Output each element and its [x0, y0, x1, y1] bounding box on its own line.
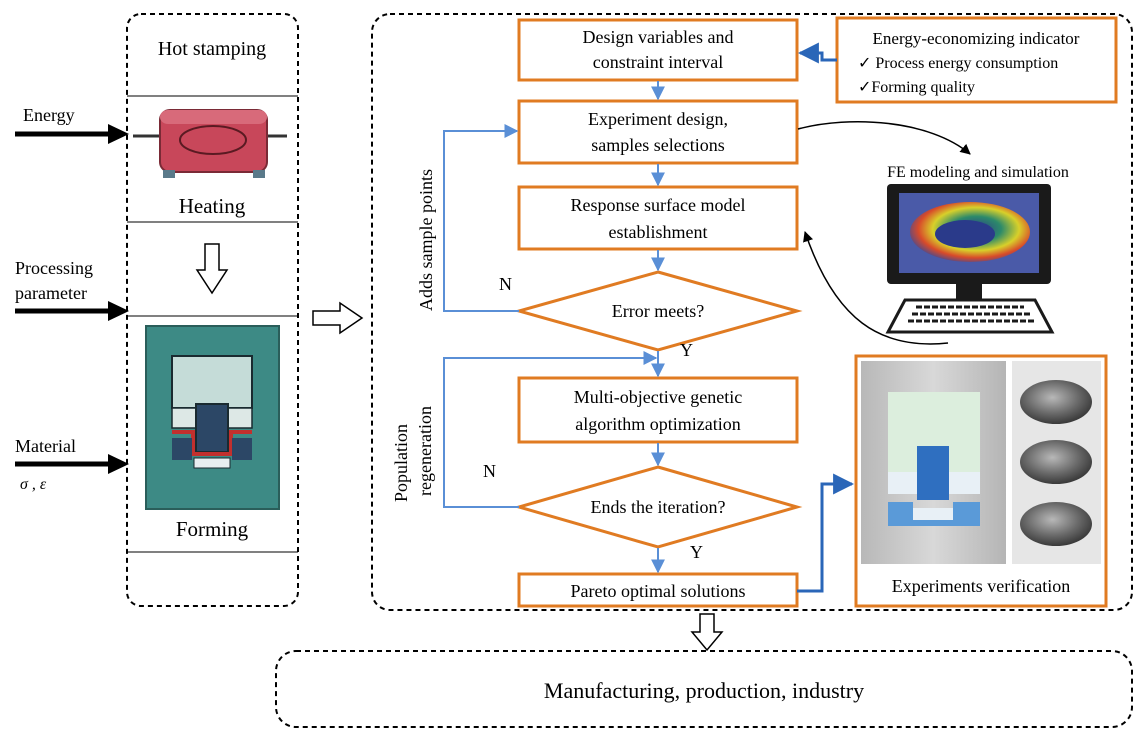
population-label-1: Population [391, 424, 411, 502]
moga-line2: algorithm optimization [575, 414, 740, 434]
computer-monitor-icon [885, 184, 1055, 334]
sample-loop-arrow [443, 124, 519, 312]
material-symbols: σ , ε [20, 476, 47, 493]
indicator-item-2: ✓Forming quality [858, 79, 975, 96]
forming-die-icon [145, 325, 280, 510]
y-label-2: Y [690, 542, 703, 562]
indicator-item-1: ✓ Process energy consumption [858, 55, 1058, 72]
material-label: Material [15, 436, 76, 456]
experiments-label: Experiments verification [892, 576, 1070, 596]
energy-label: Energy [23, 105, 75, 125]
n-label-2: N [483, 461, 496, 481]
response-surface-line2: establishment [609, 222, 708, 242]
formed-parts-image [1012, 361, 1101, 564]
population-label-2: regeneration [415, 406, 435, 496]
ends-decision-label: Ends the iteration? [591, 497, 726, 517]
indicator-arrow [797, 42, 837, 64]
experiment-die-image [861, 361, 1006, 564]
bottom-hollow-arrow-icon [690, 613, 724, 652]
population-loop-arrow [443, 351, 658, 508]
forming-label: Forming [176, 517, 249, 541]
experiment-design-box [517, 99, 799, 165]
design-variables-line1: Design variables and [583, 27, 734, 47]
response-surface-box [517, 185, 799, 251]
indicator-title: Energy-economizing indicator [873, 29, 1080, 48]
down-hollow-arrow-icon [195, 243, 229, 295]
to-fe-arrow [797, 120, 971, 155]
heating-furnace-icon [133, 109, 287, 178]
design-variables-box [517, 18, 799, 82]
design-variables-line2: constraint interval [593, 52, 723, 72]
pareto-label: Pareto optimal solutions [571, 581, 746, 601]
error-decision-diamond [513, 270, 803, 352]
experiment-design-line2: samples selections [591, 135, 724, 155]
hot-stamping-panel [126, 13, 299, 607]
manufacturing-box [275, 650, 1133, 728]
experiment-design-line1: Experiment design, [588, 109, 728, 129]
response-surface-line1: Response surface model [571, 195, 746, 215]
from-fe-arrow [803, 231, 949, 345]
hot-stamping-title: Hot stamping [158, 38, 266, 60]
moga-box [517, 376, 799, 444]
to-experiments-arrow [797, 473, 855, 593]
adds-sample-label: Adds sample points [416, 169, 436, 311]
processing-label-2: parameter [15, 283, 87, 303]
heating-label: Heating [179, 194, 246, 218]
processing-label-1: Processing [15, 258, 93, 278]
right-hollow-arrow-icon [312, 301, 364, 335]
manufacturing-label: Manufacturing, production, industry [544, 678, 864, 703]
ends-decision-diamond [513, 465, 803, 549]
optimization-panel [371, 13, 1133, 611]
moga-line1: Multi-objective genetic [574, 387, 742, 407]
y-label-1: Y [680, 340, 693, 360]
error-decision-label: Error meets? [612, 301, 704, 321]
indicator-box [835, 16, 1118, 104]
n-label-1: N [499, 274, 512, 294]
fe-modeling-label: FE modeling and simulation [887, 164, 1069, 181]
